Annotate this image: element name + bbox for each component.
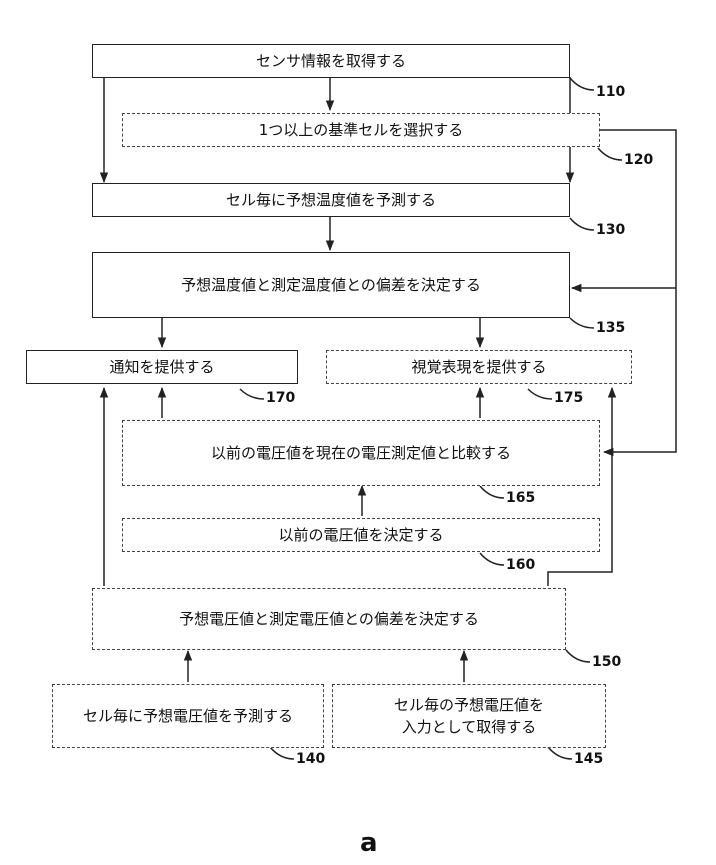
step-160-box: 以前の電圧値を決定する xyxy=(122,518,600,552)
step-145-ref: 145 xyxy=(574,751,603,767)
step-145-label-line1: セル毎の予想電圧値を xyxy=(394,694,544,716)
step-135-box: 予想温度値と測定温度値との偏差を決定する xyxy=(92,252,570,318)
step-160-ref: 160 xyxy=(506,557,535,573)
step-120-label: 1つ以上の基準セルを選択する xyxy=(259,119,464,141)
step-170-box: 通知を提供する xyxy=(26,350,298,384)
step-175-ref: 175 xyxy=(554,390,583,406)
step-145-label-line2: 入力として取得する xyxy=(402,716,537,738)
step-120-ref: 120 xyxy=(624,152,653,168)
step-135-label: 予想温度値と測定温度値との偏差を決定する xyxy=(181,274,481,296)
step-140-label: セル毎に予想電圧値を予測する xyxy=(83,705,293,727)
step-165-ref: 165 xyxy=(506,490,535,506)
step-110-ref: 110 xyxy=(596,84,625,100)
step-150-label: 予想電圧値と測定電圧値との偏差を決定する xyxy=(179,608,479,630)
step-170-label: 通知を提供する xyxy=(109,356,214,378)
step-110-box: センサ情報を取得する xyxy=(92,44,570,78)
step-175-label: 視覚表現を提供する xyxy=(411,356,546,378)
step-165-box: 以前の電圧値を現在の電圧測定値と比較する xyxy=(122,420,600,486)
step-130-label: セル毎に予想温度値を予測する xyxy=(226,189,436,211)
step-140-ref: 140 xyxy=(296,751,325,767)
step-165-label: 以前の電圧値を現在の電圧測定値と比較する xyxy=(211,442,511,464)
step-150-box: 予想電圧値と測定電圧値との偏差を決定する xyxy=(92,588,566,650)
step-110-label: センサ情報を取得する xyxy=(256,50,406,72)
step-160-label: 以前の電圧値を決定する xyxy=(278,524,443,546)
step-150-ref: 150 xyxy=(592,654,621,670)
step-140-box: セル毎に予想電圧値を予測する xyxy=(52,684,324,748)
step-130-ref: 130 xyxy=(596,222,625,238)
step-130-box: セル毎に予想温度値を予測する xyxy=(92,183,570,217)
step-135-ref: 135 xyxy=(596,320,625,336)
step-170-ref: 170 xyxy=(266,390,295,406)
figure-label: a xyxy=(360,828,378,858)
step-145-box: セル毎の予想電圧値を 入力として取得する xyxy=(332,684,606,748)
step-175-box: 視覚表現を提供する xyxy=(326,350,632,384)
step-120-box: 1つ以上の基準セルを選択する xyxy=(122,113,600,147)
